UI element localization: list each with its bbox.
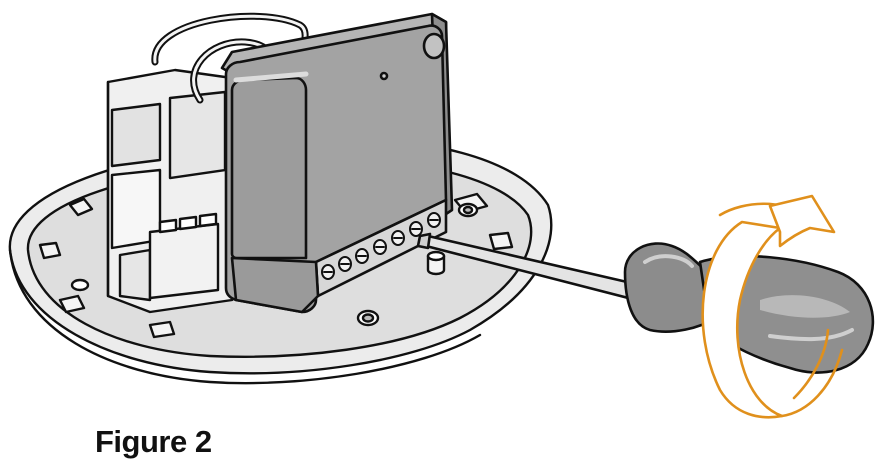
rotation-arrow-icon [701,194,844,419]
terminal-screws [321,212,441,280]
installation-illustration [8,12,875,419]
smart-module [220,12,454,314]
screwdriver [416,232,875,374]
figure-caption: Figure 2 [95,424,212,459]
